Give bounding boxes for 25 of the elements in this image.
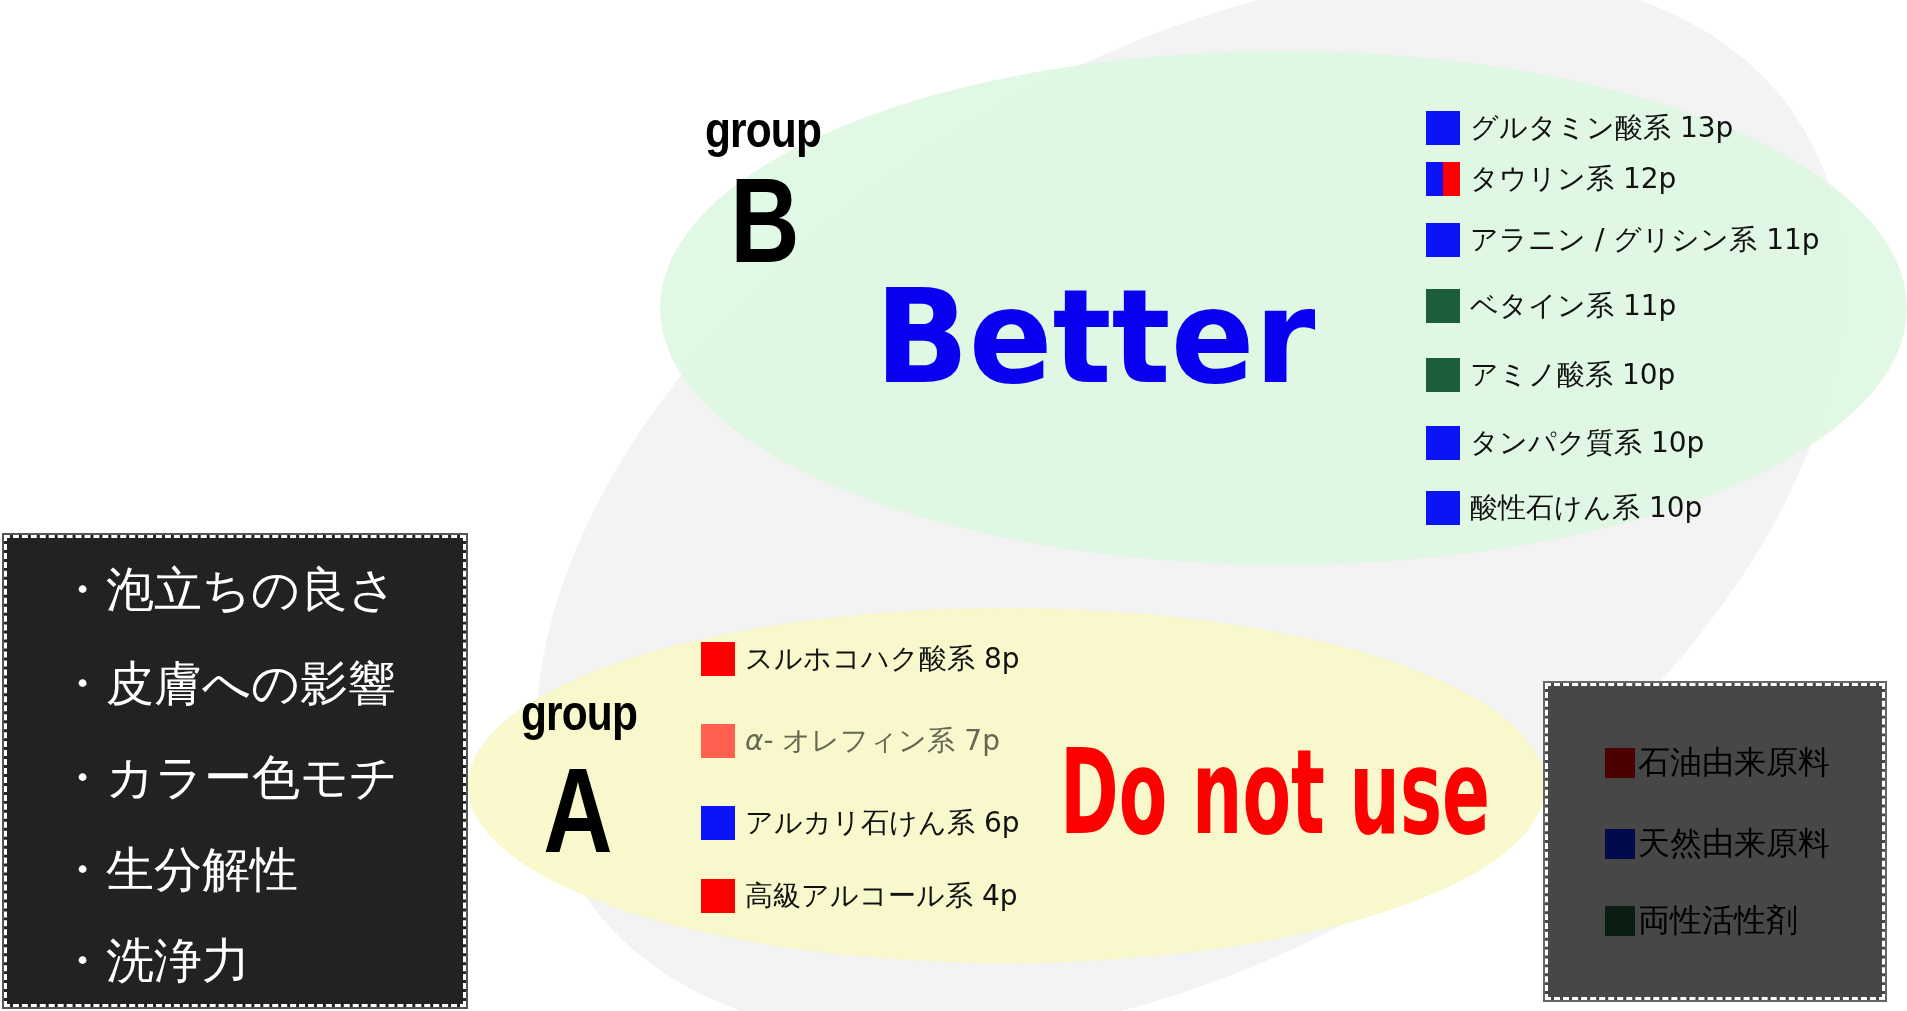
list-item: ・泡立ちの良さ (58, 560, 397, 619)
text-panel (4, 535, 466, 1007)
list-item: スルホコハク酸系 8p (745, 641, 1020, 677)
group-letter: A (543, 742, 613, 879)
heading: Do not use (1059, 723, 1491, 861)
ellipse (468, 608, 1545, 963)
list-item: 酸性石けん系 10p (1470, 490, 1703, 526)
heading: Better (874, 261, 1316, 413)
list-item: ベタイン系 11p (1470, 288, 1677, 324)
list-item: α- オレフィン系 7p (745, 723, 1000, 759)
list-item: タウリン系 12p (1470, 161, 1677, 197)
legend-label: 天然由来原料 (1638, 823, 1830, 864)
legend-label: 石油由来原料 (1638, 742, 1830, 783)
list-item: ・カラー色モチ (58, 748, 398, 807)
list-item: アミノ酸系 10p (1470, 357, 1676, 393)
list-item: 高級アルコール系 4p (745, 878, 1018, 914)
legend-label: 両性活性剤 (1638, 900, 1798, 941)
list-item: ・皮膚への影響 (58, 654, 396, 713)
list-item: グルタミン酸系 13p (1470, 110, 1734, 146)
list-item: ・洗浄力 (58, 931, 250, 990)
group-label: group (520, 684, 638, 742)
list-item: ・生分解性 (58, 840, 298, 899)
list-item: タンパク質系 10p (1470, 425, 1705, 461)
list-item: アルカリ石けん系 6p (745, 805, 1020, 841)
list-item: アラニン / グリシン系 11p (1470, 222, 1820, 258)
